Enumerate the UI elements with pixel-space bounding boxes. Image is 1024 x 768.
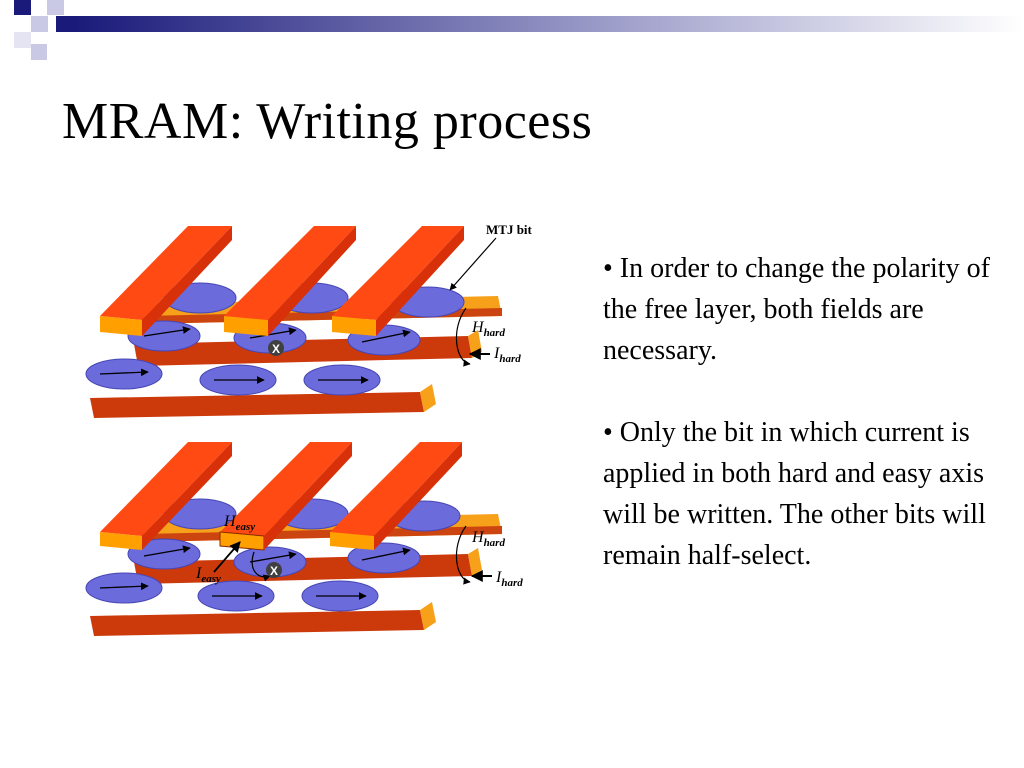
mtj-disk xyxy=(347,542,421,574)
bit-line xyxy=(90,384,436,418)
i-hard-sub: hard xyxy=(499,353,521,365)
svg-text:Heasy: Heasy xyxy=(223,513,255,533)
bullet-item: • Only the bit in which current is appli… xyxy=(603,417,986,571)
deco-square xyxy=(14,0,31,15)
h-hard-label: H xyxy=(471,529,485,546)
h-easy-sub: easy xyxy=(236,521,256,533)
page-title: MRAM: Writing process xyxy=(62,93,593,150)
word-line xyxy=(100,442,232,550)
svg-text:Hhard: Hhard xyxy=(471,529,505,549)
bullet-list: • In order to change the polarity of the… xyxy=(603,248,1003,576)
mtj-disk xyxy=(85,572,163,604)
deco-square xyxy=(56,16,76,32)
word-line xyxy=(330,442,462,550)
word-line xyxy=(100,226,232,336)
mtj-callout-arrow xyxy=(449,237,497,291)
word-line xyxy=(332,226,464,336)
svg-text:Ihard: Ihard xyxy=(495,569,523,589)
i-hard-label: I xyxy=(495,569,502,586)
bullet-item: • In order to change the polarity of the… xyxy=(603,253,990,366)
selected-bit-mark: X xyxy=(272,342,280,356)
h-hard-label: H xyxy=(471,319,485,336)
i-hard-sub: hard xyxy=(501,577,523,589)
bit-line xyxy=(90,602,436,636)
corner-decoration xyxy=(14,0,1024,60)
selected-bit-mark: X xyxy=(270,564,278,578)
svg-text:Ihard: Ihard xyxy=(493,345,521,365)
h-hard-sub: hard xyxy=(484,537,506,549)
mtj-disk xyxy=(85,358,163,390)
header-gradient-line xyxy=(76,16,1024,32)
svg-text:Ieasy: Ieasy xyxy=(195,565,221,585)
easy-field-loop xyxy=(251,551,271,582)
top-array: X MTJ bit Hhard Ihard xyxy=(85,222,533,418)
selected-bit-marker xyxy=(268,340,284,356)
deco-square xyxy=(14,32,31,48)
i-hard-label: I xyxy=(493,345,500,362)
bottom-array: Heasy Ieasy X Hhard Ihard xyxy=(85,442,523,636)
hard-field-loop xyxy=(455,307,471,367)
deco-square xyxy=(31,44,47,60)
i-easy-sub: easy xyxy=(201,573,221,585)
h-easy-label: H xyxy=(223,513,237,530)
word-line xyxy=(224,226,356,336)
hard-field-loop xyxy=(455,525,471,585)
selected-bit-marker xyxy=(266,562,282,578)
deco-square xyxy=(47,0,64,15)
mram-diagram: X MTJ bit Hhard Ihard xyxy=(85,222,533,636)
h-hard-sub: hard xyxy=(484,327,506,339)
i-easy-label: I xyxy=(195,565,202,582)
deco-square xyxy=(31,16,48,32)
i-easy-arrow xyxy=(213,541,241,573)
mtj-disk xyxy=(127,538,201,570)
svg-text:Hhard: Hhard xyxy=(471,319,505,339)
mtj-bit-label: MTJ bit xyxy=(486,222,533,237)
